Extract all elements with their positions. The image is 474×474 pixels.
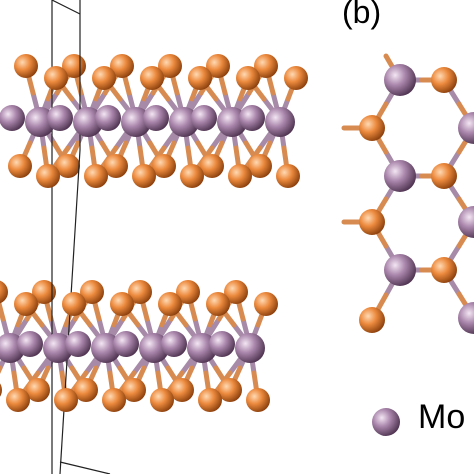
bond [0,297,6,322]
s-atom [104,154,128,178]
s-atom [150,388,174,412]
s-atom [431,67,457,93]
mo-atom [239,105,265,131]
panel-a-side-view [0,0,308,474]
s-atom [62,292,86,316]
s-atom [132,164,156,188]
s-atom [254,292,278,316]
s-atom [176,280,200,304]
s-atom [110,292,134,316]
s-atom [152,154,176,178]
mo-atom [235,333,265,363]
s-atom [122,378,146,402]
s-atom [236,66,260,90]
s-atom [180,164,204,188]
s-atom [32,280,56,304]
mo-atom [47,105,73,131]
mo-atom [209,331,235,357]
s-atom [74,378,98,402]
mo-atom [384,160,416,192]
s-atom [359,209,385,235]
s-atom [254,54,278,78]
mo-atom [17,331,43,357]
s-atom [36,164,60,188]
mo-atom [458,112,474,144]
mo-atom [458,206,474,238]
s-atom [140,66,164,90]
mo-atom [0,105,25,131]
s-atom [200,154,224,178]
mo-atom [191,105,217,131]
s-atom [248,154,272,178]
s-atom [110,54,134,78]
mo-atom [161,331,187,357]
mo-atom [113,331,139,357]
s-atom [14,292,38,316]
s-atom [359,307,385,333]
s-atom [14,54,38,78]
s-atom [224,280,248,304]
mo-atom [265,107,295,137]
bond [383,53,396,71]
s-atom [170,378,194,402]
s-atom [188,66,212,90]
legend-mo-swatch [372,408,400,436]
panel-b-label: (b) [342,0,382,30]
mo-atom [65,331,91,357]
s-atom [0,383,2,397]
mo-atom [384,64,416,96]
top-view-atoms [359,64,474,334]
s-atom [158,54,182,78]
s-atom [44,66,68,90]
s-atom [54,388,78,412]
s-atom [26,378,50,402]
s-atom [276,164,300,188]
s-atom [359,115,385,141]
s-atom [84,164,108,188]
s-atom [228,164,252,188]
legend-mo-label: Mo [418,398,466,436]
side-view-front-atoms [0,66,308,412]
mo-atom [384,254,416,286]
s-atom [92,66,116,90]
s-atom [102,388,126,412]
s-atom [218,378,242,402]
mo-atom [458,302,474,334]
cell-edge [59,461,111,474]
mo-atom [95,105,121,131]
s-atom [128,280,152,304]
s-atom [80,280,104,304]
s-atom [284,66,308,90]
s-atom [56,154,80,178]
s-atom [206,54,230,78]
cell-edge [51,0,81,15]
panel-b-top-view [341,53,474,334]
s-atom [431,163,457,189]
s-atom [8,154,32,178]
s-atom [198,388,222,412]
s-atom [158,292,182,316]
s-atom [6,388,30,412]
s-atom [0,280,8,304]
s-atom [246,388,270,412]
mo-atom [143,105,169,131]
s-atom [206,292,230,316]
s-atom [431,257,457,283]
